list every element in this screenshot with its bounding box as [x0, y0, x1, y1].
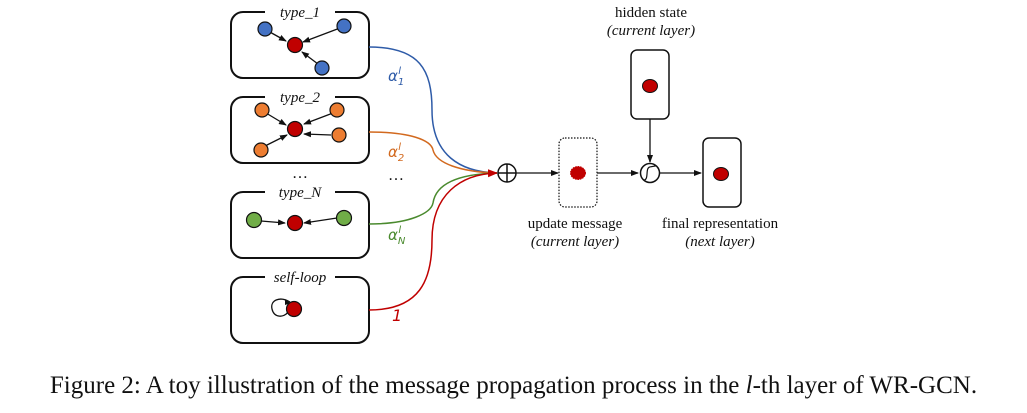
neighbor-node: [331, 127, 347, 143]
weight-label-type-n: αNl: [388, 225, 406, 247]
relation-box-type-n: type_N: [230, 184, 370, 259]
relation-box-type-1: type_1: [230, 4, 370, 79]
neighbor-node: [329, 102, 345, 118]
neighbor-node: [336, 18, 352, 34]
message-node: [570, 166, 586, 180]
neighbor-node: [257, 21, 273, 37]
edge-type-1: [368, 46, 498, 174]
final-representation-label: final representation: [662, 216, 779, 232]
center-node: [285, 300, 303, 318]
relation-box-self-loop: self-loop: [230, 269, 370, 344]
hidden-state-box: [630, 49, 670, 120]
ellipsis: …: [292, 165, 308, 182]
center-node: [286, 36, 304, 54]
neighbor-node: [335, 209, 353, 227]
caption-prefix: Figure 2: A toy illustration of the mess…: [49, 372, 746, 399]
edge-type-2: [368, 131, 498, 174]
final-representation-sublabel: (next layer): [685, 234, 755, 250]
final-representation-box: [702, 137, 742, 208]
edge-self-loop: [368, 169, 498, 311]
caption-suffix: -th layer of WR-GCN.: [752, 372, 978, 399]
neighbor-node: [254, 102, 270, 118]
center-node: [286, 120, 304, 138]
svg-text:α1l: α1l: [388, 66, 404, 88]
neighbor-node: [253, 142, 269, 158]
svg-text:αNl: αNl: [388, 225, 406, 247]
relation-title: type_2: [280, 90, 320, 106]
aggregation-sum-icon: [497, 163, 517, 183]
update-message-sublabel: (current layer): [531, 234, 619, 250]
hidden-state-label: hidden state: [615, 5, 687, 21]
weight-label-type-1: α1l: [388, 66, 404, 88]
neighbor-node: [245, 211, 263, 229]
caption-math: l: [745, 372, 753, 399]
edge-type-n: [368, 172, 498, 225]
figure-caption: Figure 2: A toy illustration of the mess…: [0, 372, 1027, 400]
diagram: type_1 type_2 … type_N: [230, 4, 779, 344]
neighbor-node: [314, 60, 330, 76]
svg-text:α2l: α2l: [388, 142, 404, 164]
relation-title: type_1: [280, 5, 320, 21]
relation-title: self-loop: [274, 270, 327, 286]
update-message-box: [558, 137, 598, 208]
sigmoid-gate-icon: [639, 162, 661, 184]
hidden-node: [642, 79, 658, 93]
weight-label-self-loop: 1: [392, 306, 402, 325]
relation-box-type-2: type_2: [230, 89, 370, 164]
ellipsis: …: [388, 167, 404, 184]
hidden-state-sublabel: (current layer): [607, 23, 695, 39]
final-node: [713, 167, 729, 181]
relation-title: type_N: [279, 185, 322, 201]
update-message-label: update message: [528, 216, 623, 232]
weight-label-type-2: α2l: [388, 142, 404, 164]
center-node: [286, 214, 304, 232]
